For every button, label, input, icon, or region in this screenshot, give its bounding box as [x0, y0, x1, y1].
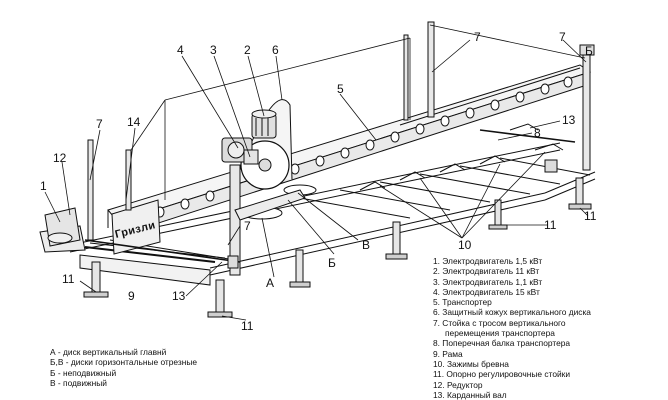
callout-label-a: А — [266, 276, 274, 290]
callout-11c: 11 — [584, 209, 597, 223]
legend-item: 5. Транспортер — [433, 297, 492, 308]
legend-item: Б,В - диски горизонтальные отрезные — [50, 357, 198, 368]
callout-11b: 11 — [241, 319, 254, 333]
saw-head — [221, 99, 317, 276]
callout-label-b: Б — [328, 256, 336, 270]
callout-1: 1 — [40, 179, 47, 193]
legend-item: 1. Электродвигатель 1,5 кВт — [433, 256, 543, 266]
callout-7b: 7 — [474, 30, 481, 44]
legend-item: 13. Карданный вал — [433, 389, 507, 400]
stand-block-right — [544, 159, 558, 173]
legend-item: 10. Зажимы бревна — [433, 358, 509, 369]
brand-plate — [111, 199, 161, 255]
legend-item: 11. Опорно регулировочные стойки — [433, 369, 571, 380]
stand-block — [227, 255, 239, 269]
callout-13a: 13 — [562, 113, 576, 127]
callout-label-b-top: Б — [585, 44, 593, 58]
log-clamps — [359, 123, 564, 191]
callout-7c: 7 — [559, 30, 566, 44]
callout-8: 8 — [534, 126, 541, 140]
gearbox — [44, 207, 81, 247]
legend-item: А - диск вертикальный главнй — [50, 347, 167, 357]
callout-14: 14 — [127, 115, 141, 129]
legend-item: 4. Электродвигатель 15 кВт — [433, 286, 540, 297]
legend-item: 8. Поперечная балка транспортера — [433, 338, 571, 349]
callout-11d: 11 — [544, 218, 557, 232]
callout-10: 10 — [458, 238, 472, 252]
legend-item: В - подвижный — [50, 377, 107, 388]
callout-label-v: В — [362, 238, 370, 252]
callout-3: 3 — [210, 43, 217, 57]
callout-7a: 7 — [96, 117, 103, 131]
legend-item: 6. Защитный кожух вертикального диска — [433, 307, 591, 318]
callout-5: 5 — [337, 82, 344, 96]
legend-item: 9. Рама — [433, 348, 463, 359]
callout-7d: 7 — [244, 219, 251, 233]
drive-shafts — [84, 129, 576, 263]
legend-item: 2. Электродвигатель 11 кВт — [433, 266, 540, 277]
callout-11a: 11 — [62, 272, 75, 286]
callout-12: 12 — [53, 151, 67, 165]
leader-lines — [44, 39, 589, 321]
callout-6: 6 — [272, 43, 279, 57]
callout-4: 4 — [177, 43, 184, 57]
callout-2: 2 — [244, 43, 251, 57]
legend-item: Б - неподвижный — [50, 367, 117, 378]
callout-9: 9 — [128, 289, 135, 303]
conveyor-beam — [107, 64, 592, 237]
legend-item: перемещения транспортера — [445, 328, 555, 339]
legend-item: 12. Редуктор — [433, 379, 483, 390]
legend-item: 3. Электродвигатель 1,1 кВт — [433, 276, 543, 287]
callouts: 1 12 7 14 4 3 2 6 5 7 7 Б 8 13 7 9 13 А … — [40, 30, 597, 333]
callout-13b: 13 — [172, 289, 186, 303]
legend-item: 7. Стойка с тросом вертикального — [433, 317, 566, 328]
